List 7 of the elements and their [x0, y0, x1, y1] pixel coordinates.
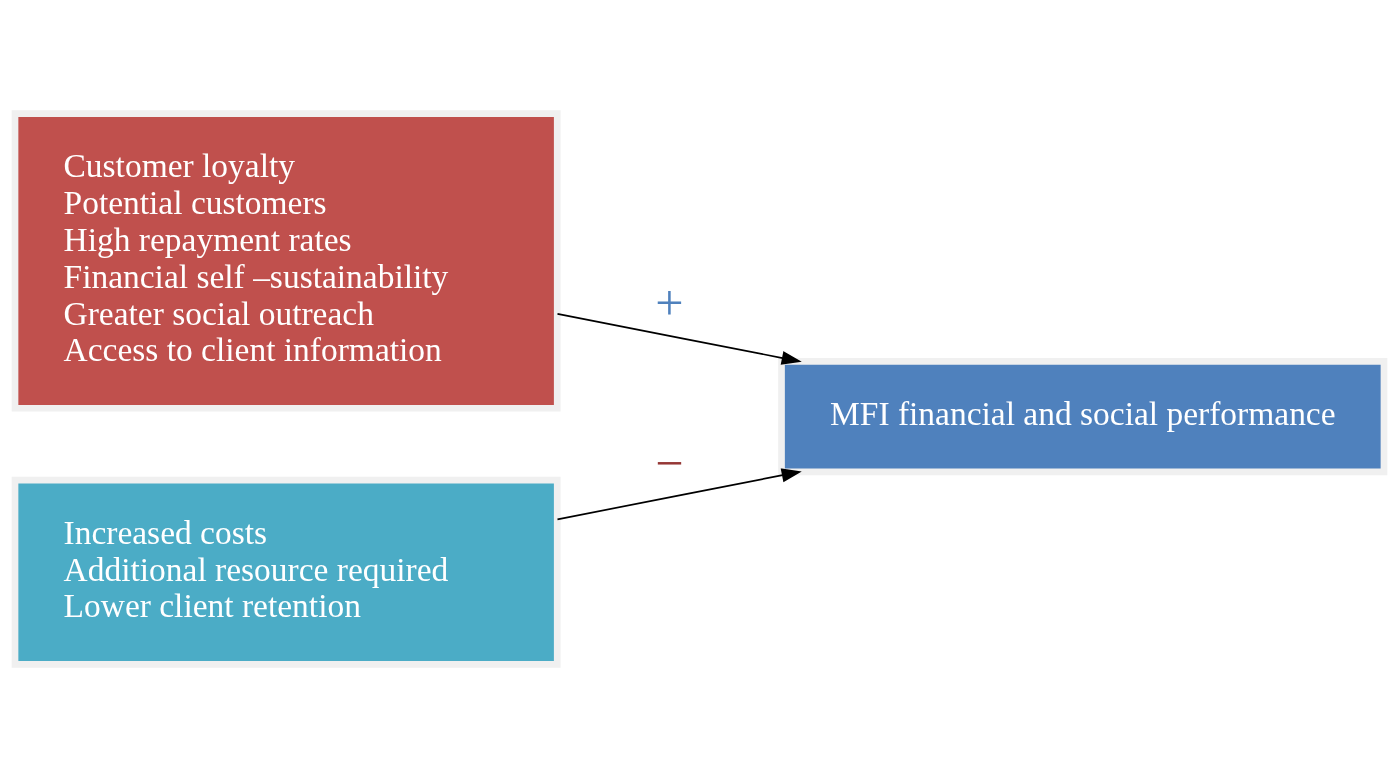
node-box: Customer loyalty Potential customers High repayment rates Financial self –sustainability Greater social outreach Access to client information — [11, 109, 561, 412]
edge-label: + — [655, 274, 684, 331]
node-box: MFI financial and social performance — [778, 357, 1388, 475]
edge-label: − — [655, 434, 684, 491]
node-box: Increased costs Additional resource required Lower client retention — [11, 476, 561, 668]
arrow — [556, 312, 802, 365]
arrow — [556, 467, 802, 520]
